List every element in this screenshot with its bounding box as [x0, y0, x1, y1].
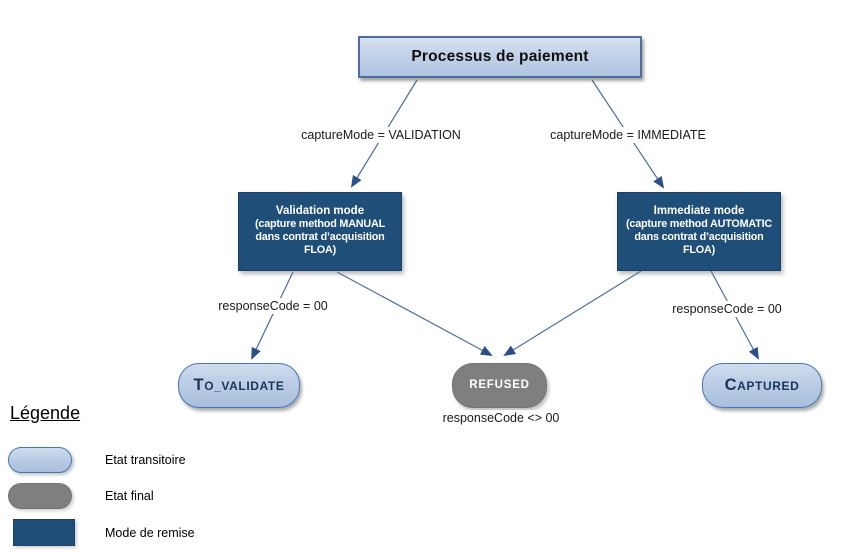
state-to-validate-node: TO_VALIDATE — [178, 363, 300, 408]
legend-swatch-final-state — [8, 483, 72, 509]
state-captured-label: CAPTURED — [724, 376, 800, 394]
legend-swatch-remise-mode — [13, 519, 75, 546]
legend-swatch-transitional-state — [8, 447, 72, 473]
immediate-mode-title: Immediate mode — [653, 205, 745, 217]
state-to-validate-label: TO_VALIDATE — [193, 376, 285, 394]
process-root-node: Processus de paiement — [358, 36, 642, 78]
immediate-mode-line-1: (capture method AUTOMATIC — [626, 218, 772, 230]
legend-label-transitional-state: Etat transitoire — [105, 453, 186, 467]
process-root-label: Processus de paiement — [411, 48, 589, 65]
state-captured-node: CAPTURED — [702, 363, 822, 408]
state-refused-node: REFUSED — [452, 363, 547, 408]
validation-mode-line-2: dans contrat d’acquisition — [255, 231, 385, 243]
legend-label-final-state: Etat final — [105, 489, 154, 503]
edge-validation-to-to-validate — [251, 271, 294, 360]
validation-mode-line-3: FLOA) — [304, 244, 336, 256]
validation-mode-node: Validation mode (capture method MANUAL d… — [238, 192, 402, 271]
immediate-mode-line-2: dans contrat d’acquisition — [634, 231, 764, 243]
state-refused-label: REFUSED — [469, 379, 530, 391]
immediate-mode-node: Immediate mode (capture method AUTOMATIC… — [617, 192, 781, 271]
validation-mode-line-1: (capture method MANUAL — [255, 218, 385, 230]
edge-label-capture-mode-immediate: captureMode = IMMEDIATE — [547, 127, 709, 143]
edge-label-response-code-not-ok: responseCode <> 00 — [439, 410, 563, 426]
edge-validation-to-refused — [336, 271, 493, 356]
immediate-mode-line-3: FLOA) — [683, 244, 715, 256]
edge-label-response-code-ok-right: responseCode = 00 — [669, 301, 785, 317]
edge-label-response-code-ok-left: responseCode = 00 — [215, 298, 331, 314]
edge-label-capture-mode-validation: captureMode = VALIDATION — [298, 127, 464, 143]
legend-label-remise-mode: Mode de remise — [105, 526, 195, 540]
edge-immediate-to-refused — [503, 270, 642, 357]
legend-title: Légende — [10, 403, 81, 423]
validation-mode-title: Validation mode — [275, 205, 365, 217]
